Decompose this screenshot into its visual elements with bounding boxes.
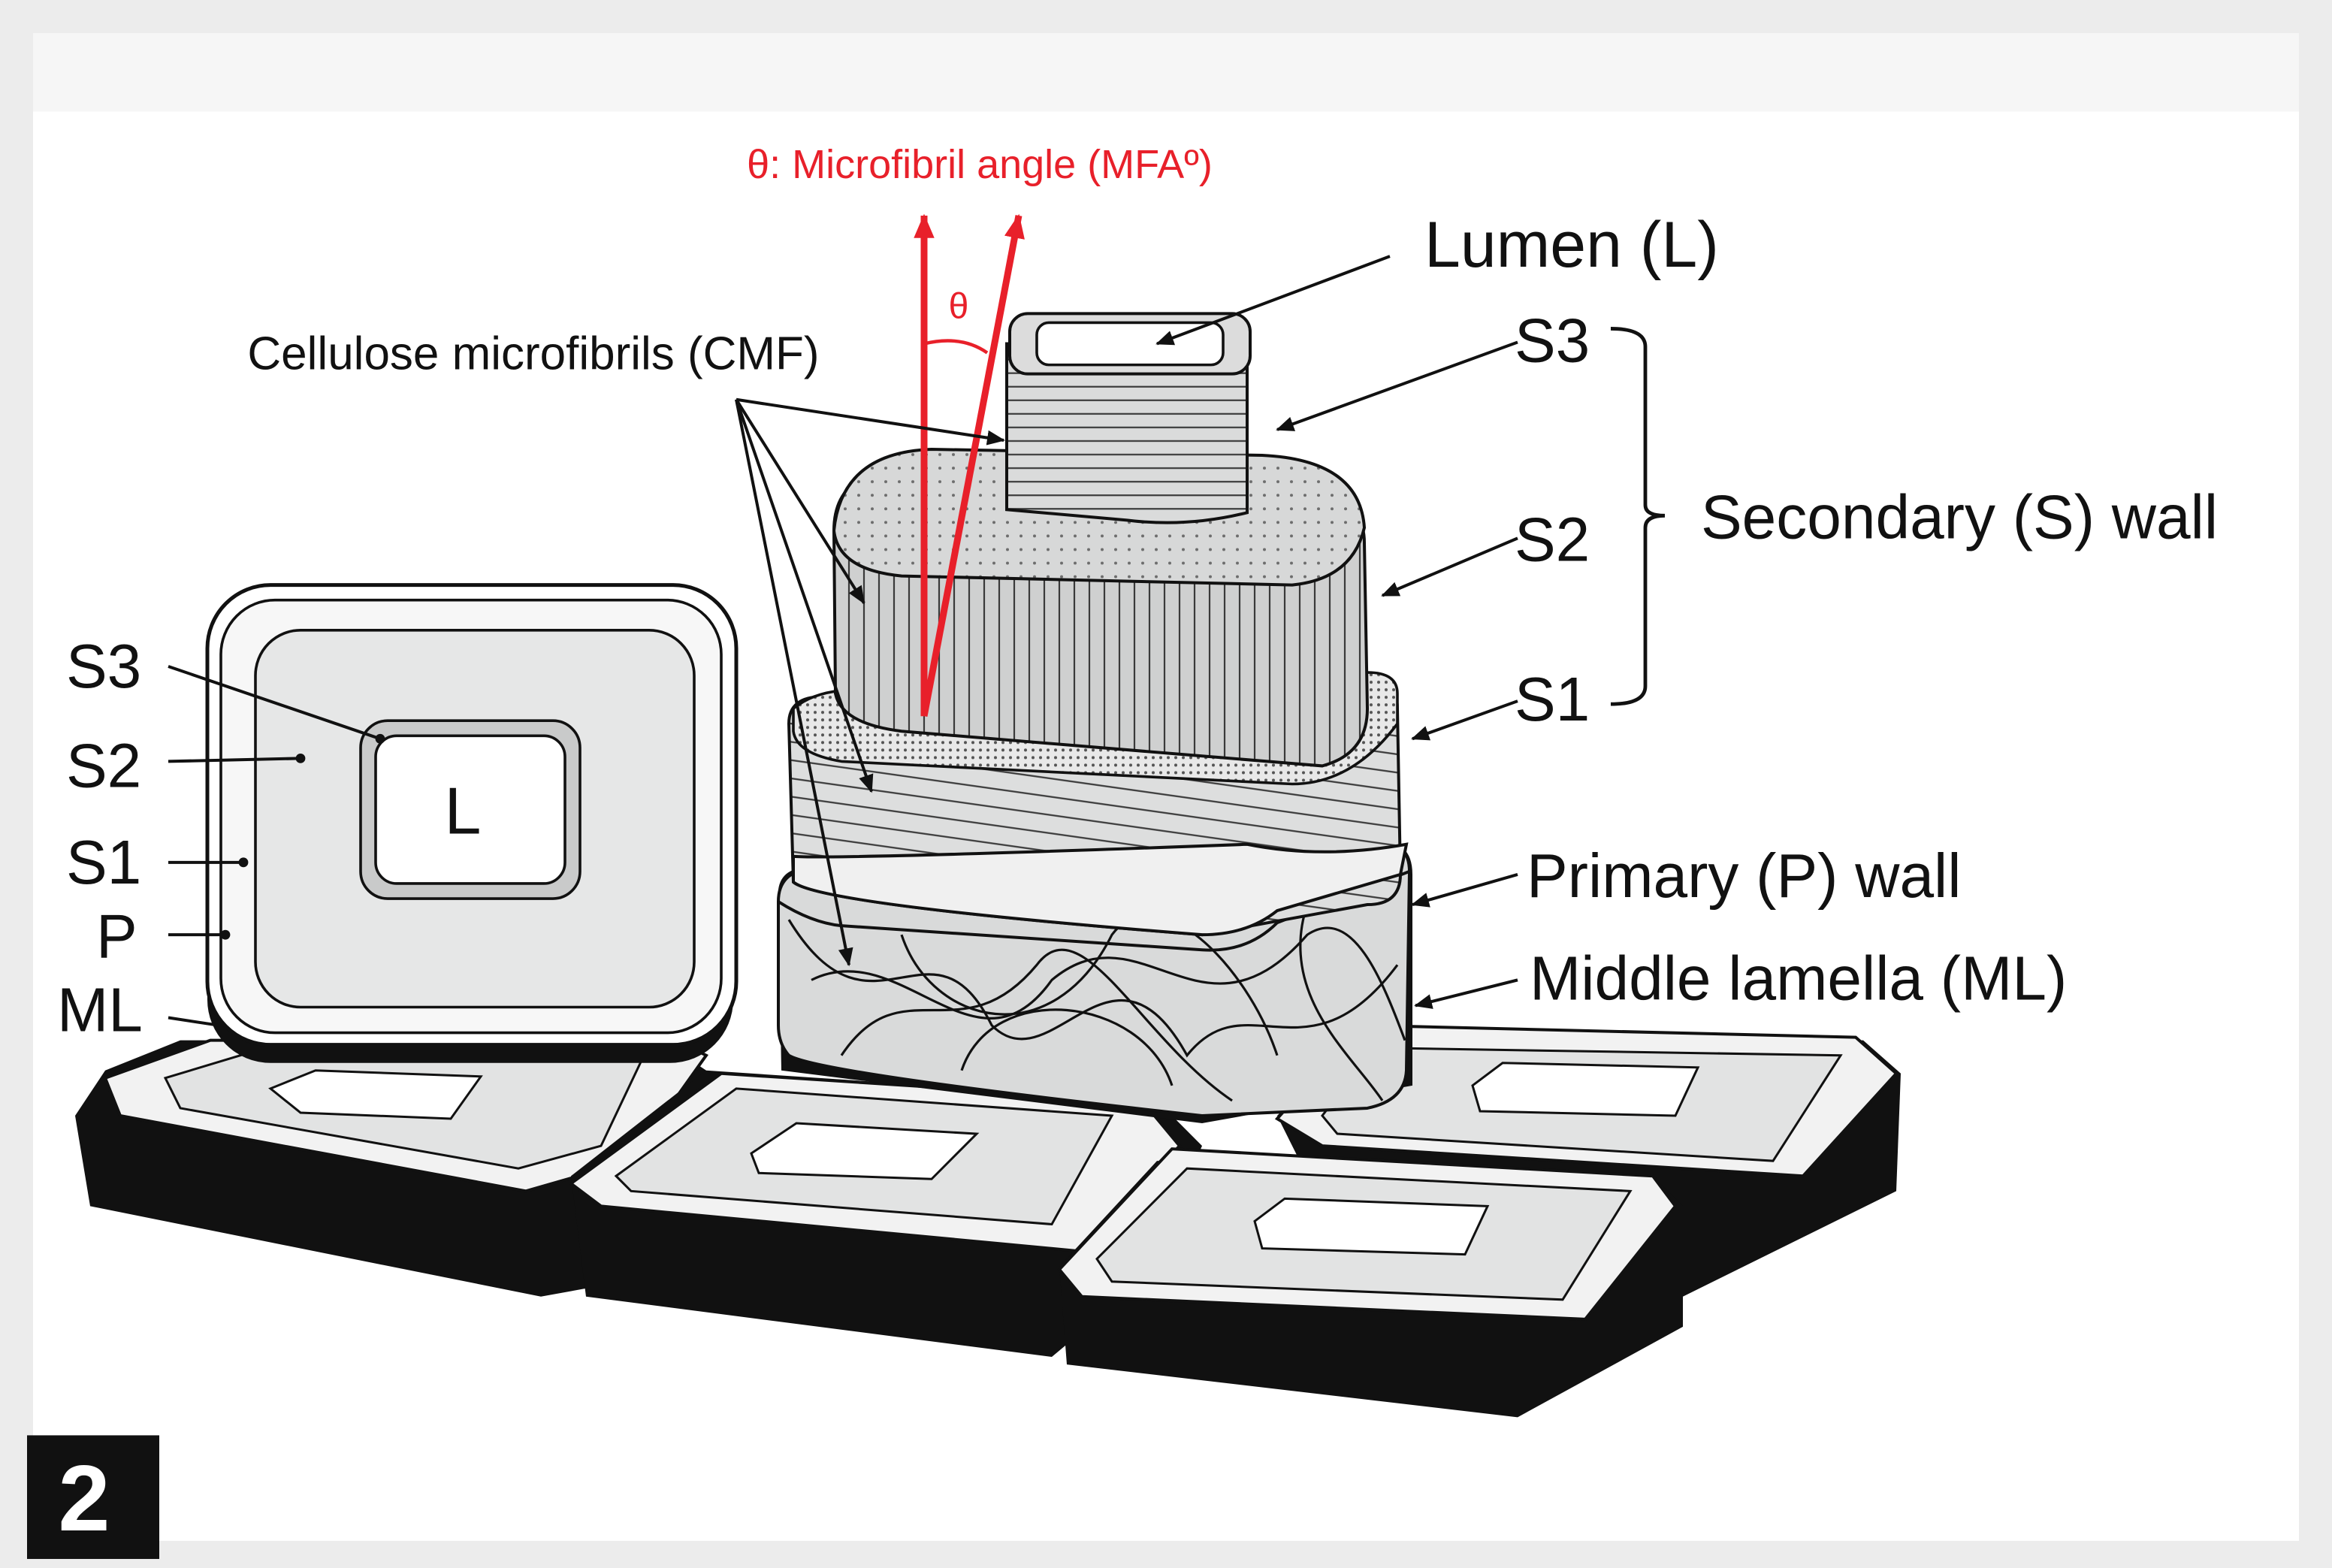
left-s3-leader xyxy=(168,665,385,744)
cmf-label: Cellulose microfibrils (CMF) xyxy=(247,328,819,380)
panel-number: 2 xyxy=(59,1447,110,1551)
cmf-leader-s1 xyxy=(735,399,874,793)
lumen-label: Lumen (L) xyxy=(1424,209,1719,281)
cmf-leader-s2 xyxy=(735,398,865,605)
secondary-wall-label: Secondary (S) wall xyxy=(1701,483,2218,551)
bottom-cell-left xyxy=(75,1038,708,1297)
left-lumen-label: L xyxy=(445,774,482,848)
left-ml-label: ML xyxy=(57,976,143,1044)
top-band xyxy=(33,33,2299,112)
mfa-label: θ: Microfibril angle (MFAº) xyxy=(747,142,1213,187)
bottom-cell-right-back xyxy=(1274,1023,1901,1297)
leader-arrows xyxy=(168,255,1518,1027)
bottom-cell-right-front xyxy=(1057,1147,1683,1418)
left-p-label: P xyxy=(96,902,137,971)
primary-wall-label: Primary (P) wall xyxy=(1527,842,1961,911)
microfibril-direction-arrow xyxy=(920,213,1025,718)
left-s3-label: S3 xyxy=(66,633,141,701)
lumen-leader xyxy=(1155,255,1391,346)
theta-arc xyxy=(923,339,989,355)
s1-leader xyxy=(1411,699,1518,741)
middle-lamella-label: Middle lamella (ML) xyxy=(1530,944,2067,1013)
ml-leader xyxy=(1414,978,1518,1009)
left-s2-leader xyxy=(168,753,306,763)
right-s2-label: S2 xyxy=(1515,506,1590,574)
cmf-leader-p xyxy=(735,399,853,967)
s3-layer-column xyxy=(1005,312,1252,524)
primary-leader xyxy=(1411,872,1518,908)
mfa-arrows xyxy=(914,213,1025,718)
bottom-cell-center xyxy=(568,1070,1202,1358)
secondary-wall-brace xyxy=(1610,327,1666,706)
s3-leader xyxy=(1276,340,1518,431)
left-s1-label: S1 xyxy=(66,829,141,897)
s2-leader xyxy=(1381,536,1518,597)
right-s3-label: S3 xyxy=(1515,307,1590,375)
cmf-leader-s3 xyxy=(736,397,1005,446)
left-s2-label: S2 xyxy=(66,732,141,800)
panel-number-badge xyxy=(27,1435,159,1559)
left-cross-section-cell xyxy=(205,583,739,1063)
right-s1-label: S1 xyxy=(1515,666,1590,734)
theta-label: θ xyxy=(949,286,969,326)
left-ml-leader xyxy=(168,1016,219,1027)
